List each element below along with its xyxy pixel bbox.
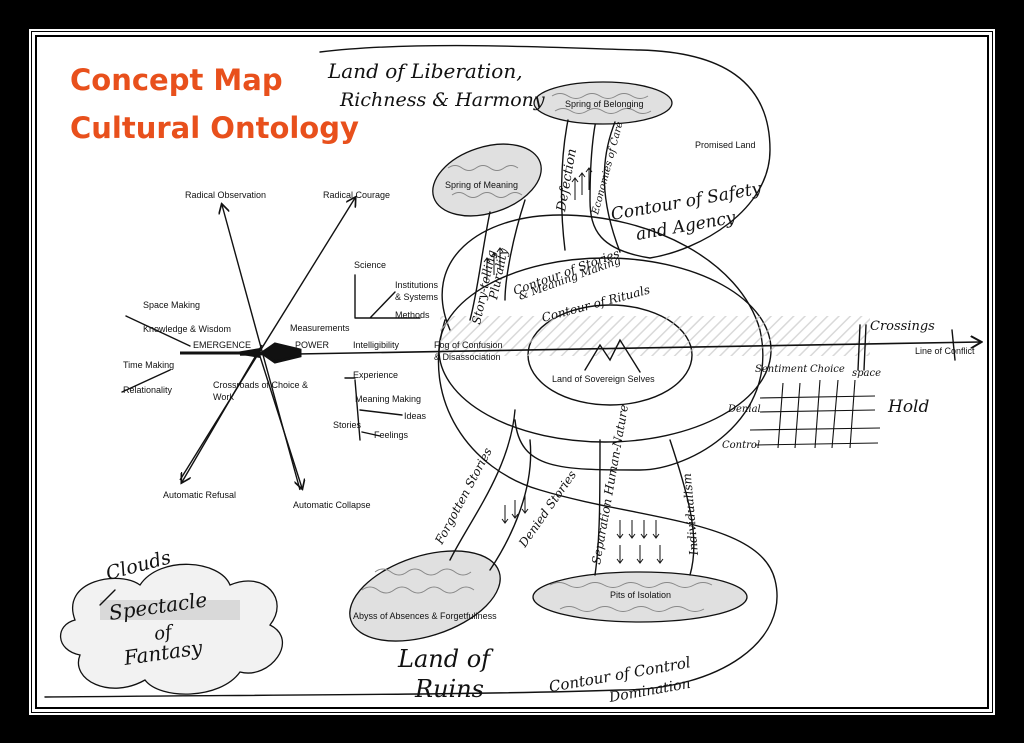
label-fog-2: & Disassociation [434, 352, 501, 362]
wave-belonging [551, 93, 649, 99]
wave-pits-2 [559, 606, 705, 612]
label-spring-meaning: Spring of Meaning [445, 180, 518, 190]
label-radical-courage: Radical Courage [323, 190, 390, 200]
label-spring-belonging: Spring of Belonging [565, 99, 644, 109]
line-of-conflict-band [440, 316, 870, 356]
contour-of-safety-outline [319, 44, 771, 259]
channel-separation-left [594, 439, 601, 576]
hw-crossings: Crossings [870, 319, 935, 334]
abyss-of-absences [349, 550, 501, 642]
label-land-sovereign: Land of Sovereign Selves [552, 374, 655, 384]
hw-denial: Denial [727, 404, 761, 415]
channel-meaning-left [469, 211, 491, 321]
wave-abyss [361, 586, 475, 594]
label-crossroads-1: Crossroads of Choice & [213, 380, 308, 390]
label-meaning-making: Meaning Making [355, 394, 421, 404]
label-methods: Methods [395, 310, 430, 320]
power-arrow-head [230, 348, 260, 358]
wave-meaning [447, 165, 519, 171]
crossings-marks [857, 324, 956, 371]
hw-control-grid: Control [722, 440, 760, 451]
hw-choice: Choice [810, 364, 845, 375]
line-radical-courage [179, 198, 355, 481]
title-line-1: Concept Map [70, 63, 283, 97]
branch-space-making [125, 315, 191, 347]
label-institutions-2: & Systems [395, 292, 439, 302]
label-experience: Experience [353, 370, 398, 380]
line-automatic-refusal [182, 344, 263, 482]
cloud-shape [59, 563, 284, 695]
label-time-making: Time Making [123, 360, 174, 370]
arrows-up-group [483, 167, 593, 280]
channel-forgotten-right [489, 439, 532, 571]
hw-liberation-1: Land of Liberation, [327, 59, 523, 83]
cloud-shading [100, 600, 240, 620]
channel-separation-right [669, 439, 695, 576]
channel-belonging-right [603, 121, 621, 253]
label-measurements: Measurements [290, 323, 350, 333]
label-radical-observation: Radical Observation [185, 190, 266, 200]
label-abyss: Abyss of Absences & Forgetfullness [353, 611, 497, 621]
label-feelings: Feelings [374, 430, 409, 440]
hw-spectacle-2: of [153, 621, 177, 645]
channel-belonging-left [560, 119, 569, 251]
branch-science [354, 274, 421, 319]
hw-space: space [852, 368, 881, 379]
label-crossroads-2: Work [213, 392, 234, 402]
label-knowledge-wisdom: Knowledge & Wisdom [143, 324, 231, 334]
hw-individualism: Individualism [680, 473, 701, 557]
wave-belonging-2 [554, 108, 652, 114]
lower-contour-outline [44, 319, 778, 698]
label-stories: Stories [333, 420, 362, 430]
branch-time-making [121, 369, 171, 393]
hw-hold: Hold [887, 397, 929, 417]
label-relationality: Relationality [123, 385, 173, 395]
mountain-sketch [584, 338, 641, 373]
hw-land-of-ruins-1: Land of [397, 645, 494, 673]
inner-border [29, 29, 995, 715]
label-intelligibility: Intelligibility [353, 340, 400, 350]
inner-border-black [35, 35, 989, 709]
line-automatic-collapse [257, 349, 302, 488]
label-automatic-refusal: Automatic Refusal [163, 490, 236, 500]
arrows-down-group [501, 495, 664, 564]
line-of-conflict [239, 342, 980, 356]
label-institutions-1: Institutions [395, 280, 439, 290]
branch-experience [344, 377, 403, 441]
label-line-of-conflict: Line of Conflict [915, 346, 975, 356]
hw-defection: Defection [554, 148, 580, 214]
label-science: Science [354, 260, 386, 270]
cloud-arrow [99, 589, 116, 606]
spring-of-meaning [432, 143, 542, 217]
label-ideas: Ideas [404, 411, 427, 421]
wave-pits [549, 582, 713, 588]
label-power: POWER [295, 340, 330, 350]
hw-separation: Separation Human-Nature [589, 404, 631, 566]
hw-liberation-2: Richness & Harmony [339, 89, 545, 111]
label-promised-land: Promised Land [695, 140, 756, 150]
label-space-making: Space Making [143, 300, 200, 310]
label-emergence: EMERGENCE [193, 340, 251, 350]
wave-abyss-2 [374, 568, 472, 576]
wave-meaning-2 [451, 192, 523, 198]
hw-land-of-ruins-2: Ruins [414, 675, 484, 703]
channel-meaning-right [504, 199, 526, 301]
channel-forgotten-left [449, 409, 516, 561]
title-line-2: Cultural Ontology [70, 111, 359, 145]
label-pits-isolation: Pits of Isolation [610, 590, 671, 600]
hw-sentiment: Sentiment [755, 364, 808, 375]
hold-grid [749, 379, 881, 449]
label-fog-1: Fog of Confusion [434, 340, 503, 350]
spring-of-belonging [533, 81, 673, 125]
label-automatic-collapse: Automatic Collapse [293, 500, 371, 510]
